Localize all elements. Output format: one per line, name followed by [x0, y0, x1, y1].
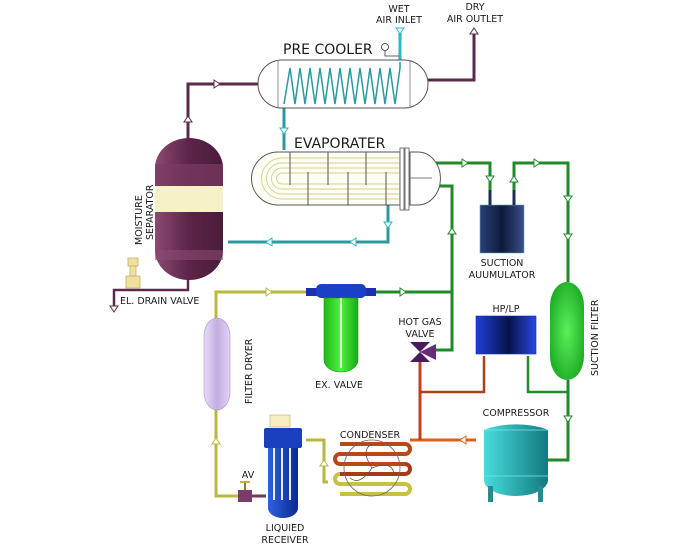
- suction-accumulator[interactable]: [479, 204, 525, 254]
- el-drain-valve-label: EL. DRAIN VALVE: [120, 296, 199, 307]
- drain-pipe: [112, 278, 190, 306]
- chilled-pipe-evaporator-to-separator: [228, 205, 390, 244]
- suction-filter-label: SUCTION FILTER: [590, 299, 601, 376]
- wet-air-inlet-label: WET: [388, 4, 409, 15]
- condenser-fan-icon: [343, 439, 401, 497]
- suction-pipe-evap-return: [432, 184, 454, 352]
- filter-dryer[interactable]: [203, 317, 231, 411]
- flow-arrow-icon: [349, 237, 357, 247]
- suction-accumulator-label-2: AUUMULATOR: [469, 270, 536, 281]
- suction-filter[interactable]: [550, 282, 584, 380]
- hot-gas-valve-label: HOT GAS: [398, 317, 441, 328]
- flow-arrow-icon: [213, 79, 221, 89]
- hp-lp-label: HP/LP: [492, 304, 519, 315]
- condenser-label: CONDENSER: [340, 430, 401, 441]
- moisture-separator-label-2: SEPARATOR: [145, 184, 156, 240]
- liquid-receiver-label-2: RECEIVER: [261, 535, 309, 546]
- hot-pipe-hplp-hp: [420, 356, 486, 394]
- flow-arrow-icon: [469, 27, 479, 35]
- expansion-valve[interactable]: [306, 284, 376, 373]
- hot-gas-valve-label-2: VALVE: [405, 329, 434, 340]
- flow-arrow-icon: [265, 287, 273, 297]
- liquid-pipe-dryer-to-exvalve: [214, 290, 306, 318]
- hp-lp-switch[interactable]: [475, 315, 537, 355]
- hot-gas-valve[interactable]: [410, 342, 436, 362]
- flow-arrow-icon: [563, 233, 573, 241]
- flow-arrow-icon: [485, 175, 495, 183]
- flow-arrow-icon: [509, 175, 519, 183]
- evaporater-label: EVAPORATER: [294, 136, 386, 152]
- pre-cooler-gauge-icon: [381, 43, 389, 51]
- wet-air-inlet-label-2: AIR INLET: [376, 15, 422, 26]
- dry-air-outlet-label-2: AIR OUTLET: [447, 14, 503, 25]
- el-drain-valve[interactable]: [125, 257, 141, 289]
- liquid-receiver-label: LIQUIED: [266, 523, 305, 534]
- filter-dryer-label: FILTER DRYER: [244, 338, 255, 404]
- flow-arrow-icon: [447, 227, 457, 235]
- ex-valve-label: EX. VALVE: [315, 380, 363, 391]
- flow-arrow-icon: [265, 237, 273, 247]
- liquid-pipe-av-to-dryer: [214, 410, 240, 498]
- flow-arrow-icon: [383, 221, 393, 229]
- moisture-separator[interactable]: [155, 138, 223, 280]
- hplp-lp-pipe: [526, 356, 568, 394]
- drain-arrow-icon: [109, 305, 119, 313]
- flow-arrow-icon: [461, 158, 469, 168]
- suction-pipe-filter-to-compressor: [548, 380, 570, 462]
- air-pipe-dry-outlet: [428, 34, 476, 82]
- liquid-receiver[interactable]: [264, 414, 302, 518]
- moisture-separator-label: MOISTURE: [134, 195, 145, 245]
- flow-arrow-icon: [533, 158, 541, 168]
- pre-cooler-coil: [283, 62, 401, 105]
- flow-arrows: [183, 27, 573, 467]
- compressor[interactable]: [484, 424, 548, 502]
- condenser[interactable]: [333, 439, 412, 497]
- flow-arrow-icon: [279, 127, 289, 135]
- pre-cooler[interactable]: [257, 43, 429, 109]
- flow-arrow-icon: [319, 459, 329, 467]
- evaporater[interactable]: [251, 147, 441, 211]
- av-valve[interactable]: [238, 481, 252, 502]
- flow-arrow-icon: [459, 435, 467, 445]
- av-label: AV: [242, 470, 255, 481]
- flow-arrow-icon: [563, 415, 573, 423]
- compressor-label: COMPRESSOR: [483, 408, 550, 419]
- flow-arrow-icon: [563, 195, 573, 203]
- air-pipe-separator-to-precooler: [186, 82, 258, 150]
- flow-arrow-icon: [399, 287, 407, 297]
- dry-air-outlet-label: DRY: [465, 2, 484, 13]
- flow-arrow-icon: [183, 115, 193, 123]
- flow-arrow-icon: [395, 27, 405, 35]
- flow-arrow-icon: [211, 437, 221, 445]
- suction-accumulator-label: SUCTION: [481, 258, 524, 269]
- pre-cooler-label: PRE COOLER: [283, 42, 373, 58]
